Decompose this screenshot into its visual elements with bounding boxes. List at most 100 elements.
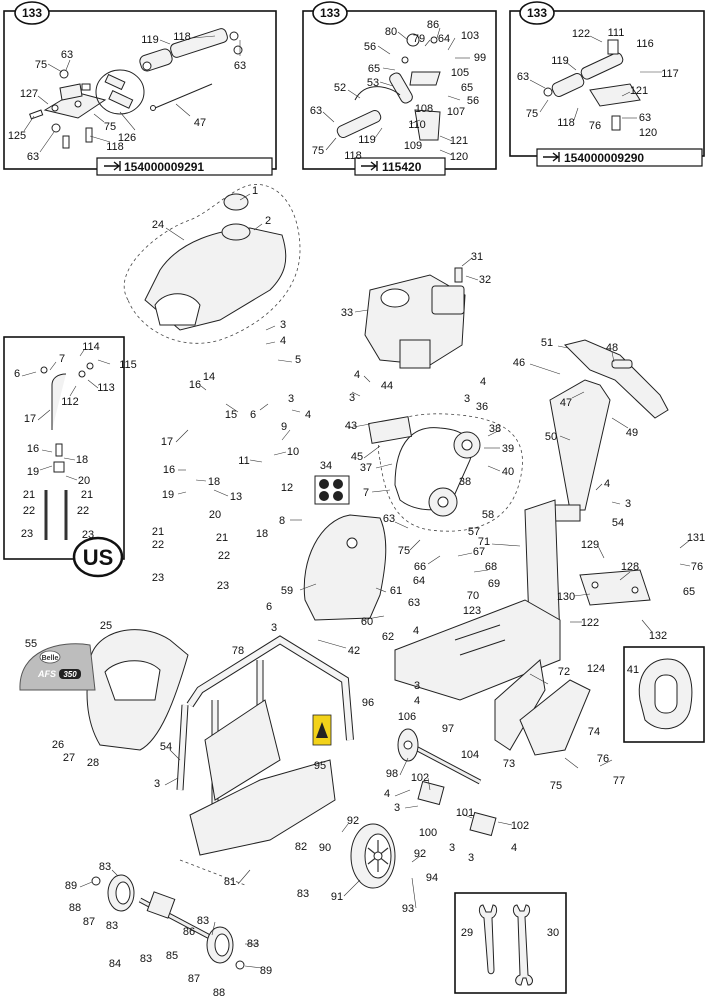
part-callout-131: 131 bbox=[687, 532, 705, 544]
part-callout-90: 90 bbox=[319, 842, 331, 854]
part-callout-38: 38 bbox=[489, 423, 501, 435]
leader-line bbox=[679, 563, 691, 567]
leader-line bbox=[47, 63, 63, 73]
leader-line bbox=[589, 35, 603, 43]
part-callout-93: 93 bbox=[402, 903, 414, 915]
part-callout-4: 4 bbox=[413, 625, 419, 637]
throttle-assembly bbox=[336, 33, 441, 141]
front-guard bbox=[86, 629, 189, 751]
part-callout-67: 67 bbox=[473, 546, 485, 558]
part-callout-68: 68 bbox=[485, 561, 497, 573]
part-callout-75: 75 bbox=[526, 108, 538, 120]
part-callout-41: 41 bbox=[627, 664, 639, 676]
leader-line bbox=[200, 385, 207, 391]
part-callout-51: 51 bbox=[541, 337, 553, 349]
part-callout-56: 56 bbox=[467, 95, 479, 107]
leader-line bbox=[371, 489, 391, 493]
part-callout-101: 101 bbox=[456, 807, 474, 819]
part-callout-43: 43 bbox=[345, 420, 357, 432]
inset-b-ref: 115420 bbox=[382, 160, 422, 174]
part-callout-119: 119 bbox=[551, 55, 569, 67]
leader-line bbox=[89, 135, 111, 143]
part-callout-13: 13 bbox=[230, 491, 242, 503]
tank-dashed-outline bbox=[123, 184, 301, 344]
part-callout-122: 122 bbox=[581, 617, 599, 629]
leader-line bbox=[169, 749, 181, 761]
part-callout-42: 42 bbox=[348, 645, 360, 657]
leader-line bbox=[424, 39, 431, 47]
part-callout-17: 17 bbox=[24, 413, 36, 425]
tools-inset-frame bbox=[454, 892, 567, 994]
leader-line bbox=[679, 539, 691, 549]
rear-castors bbox=[91, 874, 245, 970]
inset-a-serial-arrow-icon bbox=[104, 161, 121, 171]
part-callout-8: 8 bbox=[279, 515, 285, 527]
part-callout-86: 86 bbox=[427, 19, 439, 31]
inset-c-ref-box bbox=[536, 148, 703, 167]
part-callout-66: 66 bbox=[414, 561, 426, 573]
part-callout-23: 23 bbox=[217, 580, 229, 592]
part-callout-7: 7 bbox=[59, 353, 65, 365]
part-callout-3: 3 bbox=[271, 622, 277, 634]
leader-line bbox=[354, 309, 369, 313]
leader-line bbox=[461, 257, 473, 267]
part-callout-4: 4 bbox=[280, 335, 286, 347]
leader-line bbox=[377, 45, 391, 55]
part-callout-63: 63 bbox=[517, 71, 529, 83]
part-callout-63: 63 bbox=[61, 49, 73, 61]
part-callout-69: 69 bbox=[488, 578, 500, 590]
part-callout-36: 36 bbox=[476, 401, 488, 413]
part-callout-75: 75 bbox=[398, 545, 410, 557]
part-callout-119: 119 bbox=[141, 34, 159, 46]
part-callout-126: 126 bbox=[118, 132, 136, 144]
part-callout-128: 128 bbox=[621, 561, 639, 573]
part-callout-121: 121 bbox=[450, 135, 468, 147]
leader-line bbox=[397, 31, 409, 41]
leader-line bbox=[529, 673, 549, 685]
part-callout-92: 92 bbox=[347, 815, 359, 827]
part-callout-23: 23 bbox=[21, 528, 33, 540]
leader-line bbox=[211, 921, 216, 936]
leader-line bbox=[164, 777, 179, 786]
part-callout-106: 106 bbox=[398, 711, 416, 723]
part-callout-76: 76 bbox=[589, 120, 601, 132]
part-callout-121: 121 bbox=[630, 85, 648, 97]
part-callout-80: 80 bbox=[385, 26, 397, 38]
leader-line bbox=[347, 89, 361, 99]
leader-line bbox=[404, 805, 419, 809]
part-callout-52: 52 bbox=[334, 82, 346, 94]
leader-line bbox=[394, 521, 409, 529]
part-callout-20: 20 bbox=[78, 475, 90, 487]
part-callout-118: 118 bbox=[344, 150, 362, 162]
leader-line bbox=[37, 95, 49, 105]
leader-line bbox=[281, 429, 291, 441]
leader-line bbox=[322, 111, 335, 123]
part-callout-63: 63 bbox=[27, 151, 39, 163]
leader-line bbox=[39, 465, 53, 471]
leader-line bbox=[347, 423, 371, 429]
leader-line bbox=[621, 91, 631, 97]
inset-b-badge-label: 133 bbox=[320, 6, 340, 20]
warning-label bbox=[312, 714, 332, 746]
front-axle bbox=[397, 728, 497, 837]
leader-line bbox=[595, 483, 603, 491]
part-callout-119: 119 bbox=[358, 134, 376, 146]
inset-c-badge-label: 133 bbox=[527, 6, 547, 20]
part-callout-125: 125 bbox=[8, 130, 26, 142]
part-callout-3: 3 bbox=[280, 319, 286, 331]
leader-line bbox=[225, 403, 239, 413]
leader-line bbox=[411, 855, 421, 863]
part-callout-85: 85 bbox=[166, 950, 178, 962]
part-callout-48: 48 bbox=[606, 342, 618, 354]
part-callout-94: 94 bbox=[426, 872, 438, 884]
belt-guard bbox=[303, 514, 387, 621]
leader-line bbox=[457, 552, 473, 557]
part-callout-105: 105 bbox=[451, 67, 469, 79]
part-callout-83: 83 bbox=[247, 938, 259, 950]
part-callout-3: 3 bbox=[349, 392, 355, 404]
leader-line bbox=[439, 149, 453, 156]
part-callout-97: 97 bbox=[442, 723, 454, 735]
part-callout-19: 19 bbox=[27, 466, 39, 478]
part-callout-30: 30 bbox=[547, 927, 559, 939]
part-callout-3: 3 bbox=[414, 680, 420, 692]
